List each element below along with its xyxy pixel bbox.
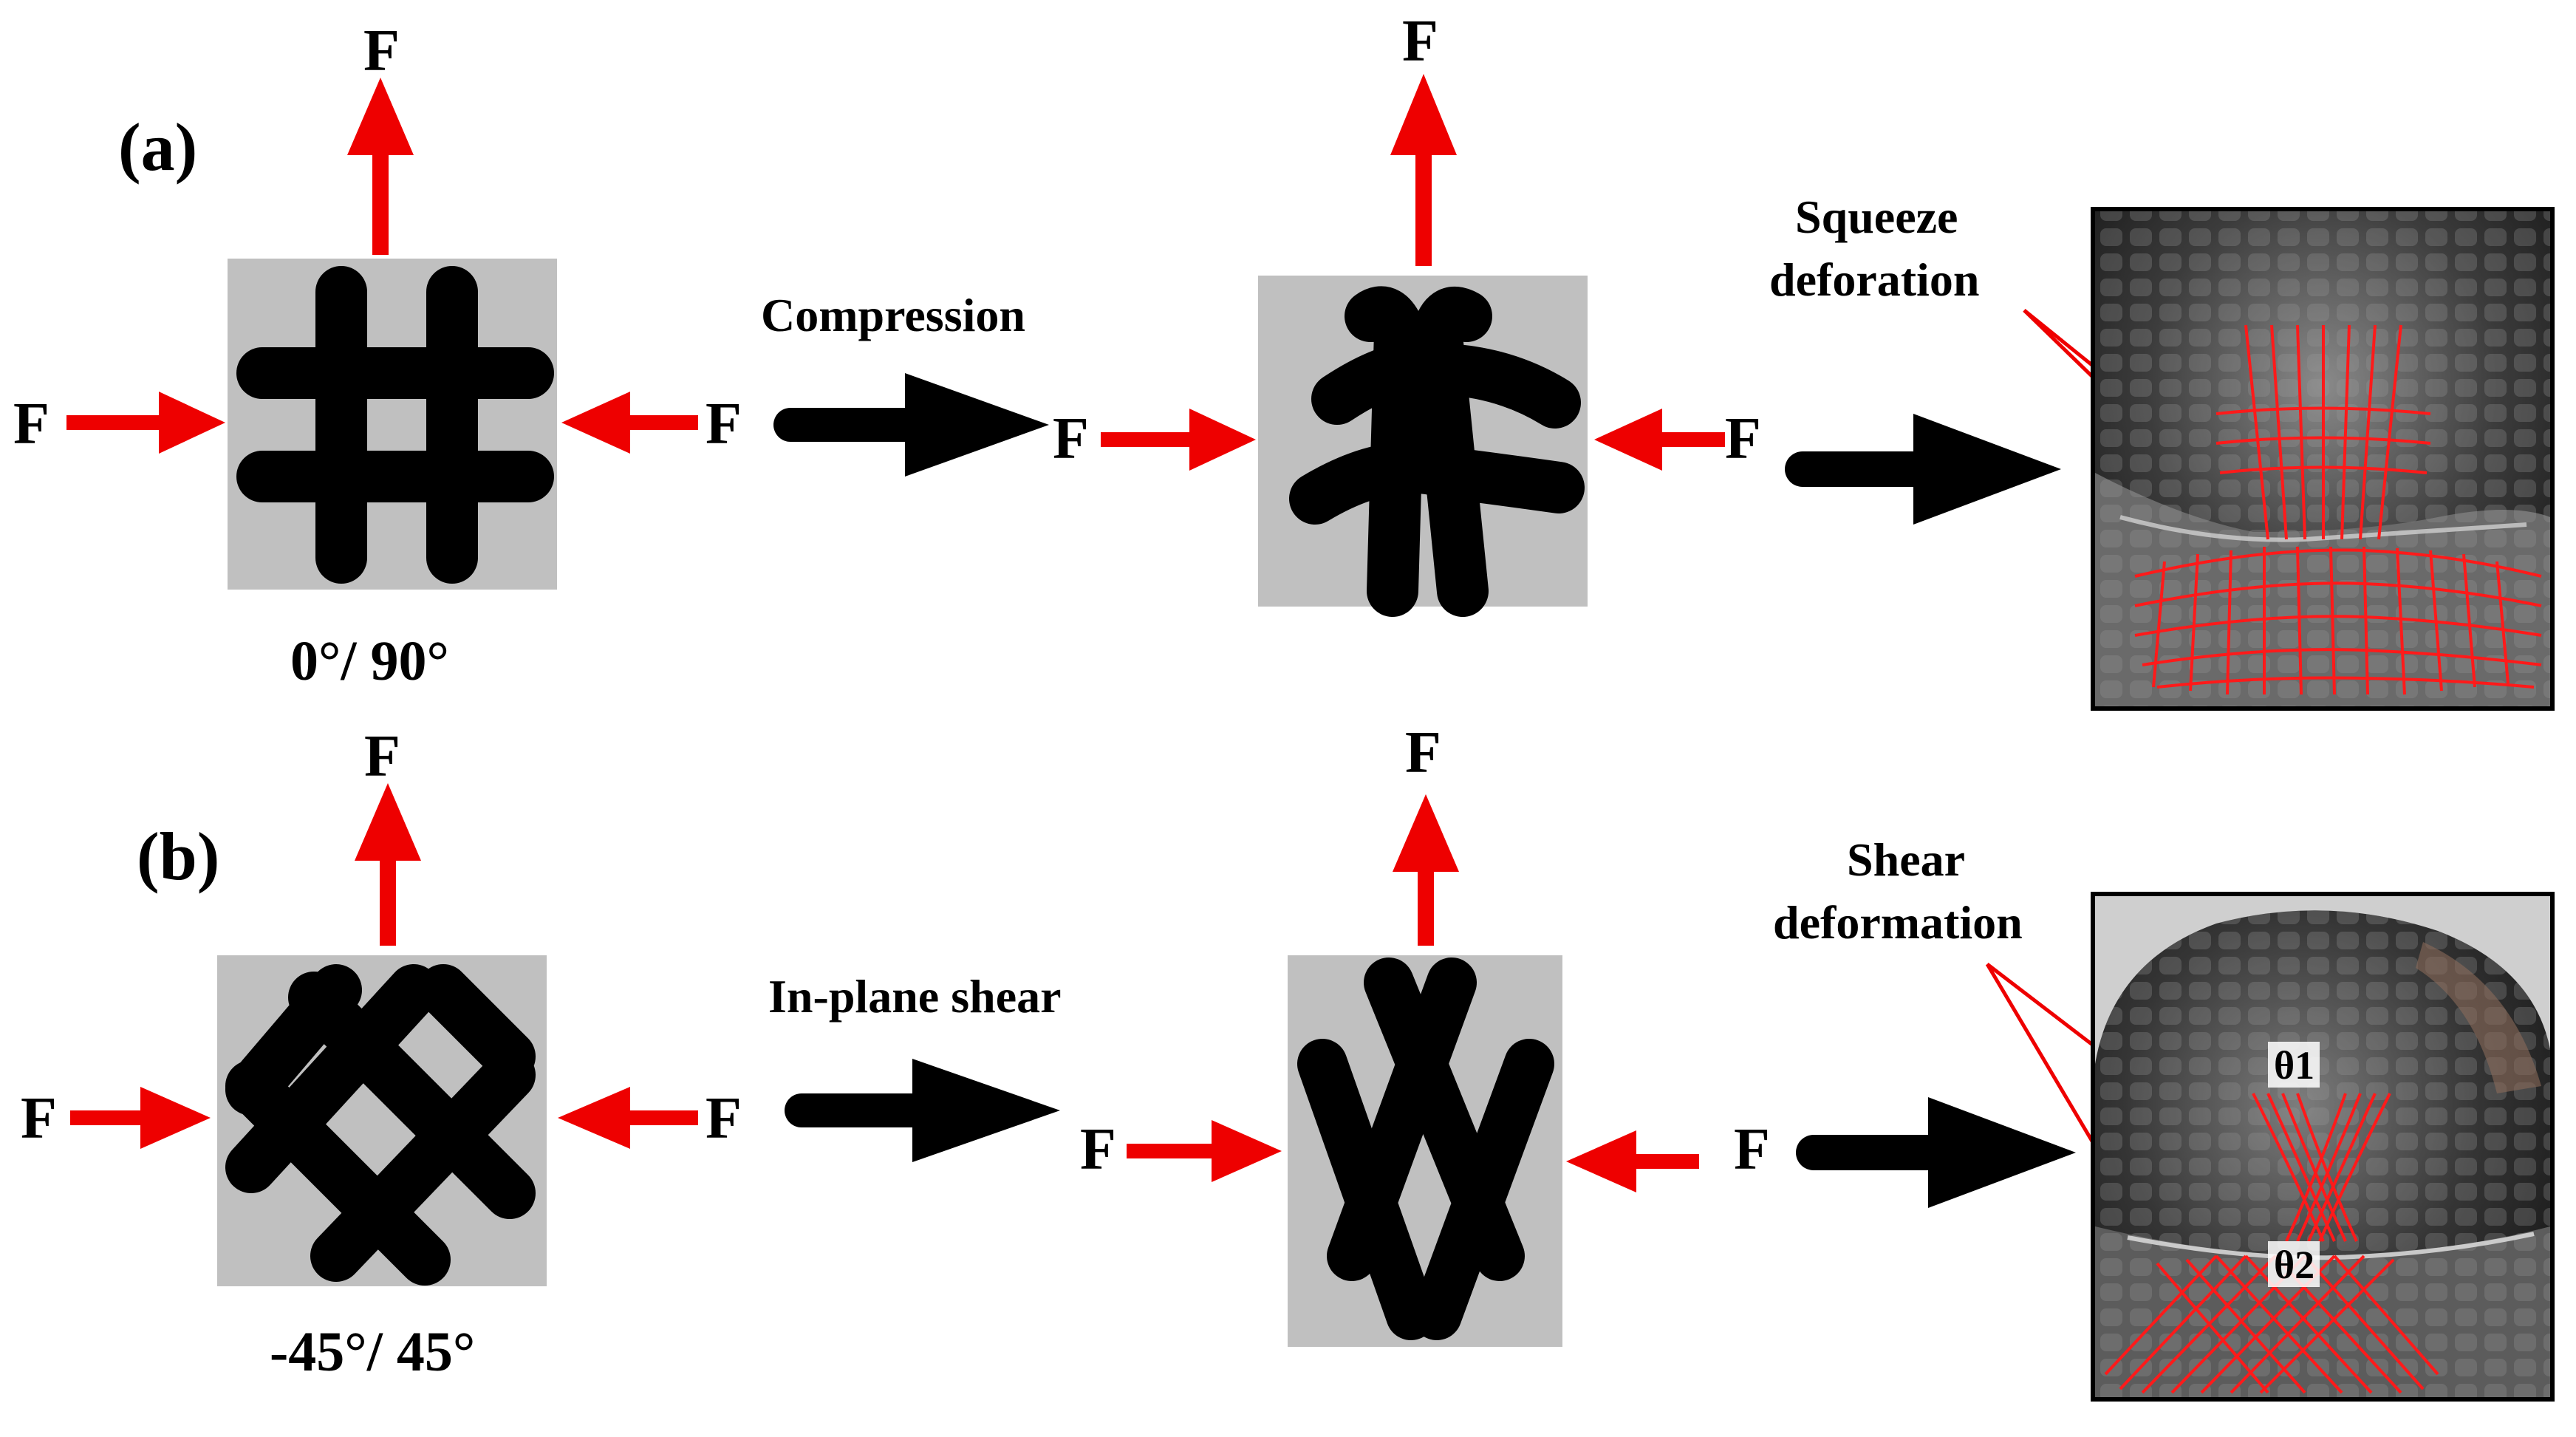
panel-a-initial-tows [236,266,554,584]
panel-b-angle-theta2: θ2 [2274,1243,2314,1287]
panel-b-photo-upper-fibers [2252,1093,2391,1242]
panel-a-orientation-label: 0°/ 90° [290,630,449,692]
panel-b-angle-theta1: θ1 [2274,1043,2314,1088]
panel-a-process-arrow [773,373,1049,477]
panel-a-photo-upper-grid [2215,324,2431,540]
panel-b-initial-tows [225,964,536,1286]
panel-b-deformed-force-top: F [1405,720,1441,785]
panel-a-process-label: Compression [761,289,1025,341]
panel-b-force-right: F [706,1086,742,1151]
panel-a-initial-background [228,259,557,590]
panel-a-photo-lower-grid [2134,546,2542,695]
panel-a-deformed-force-right: F [1725,406,1761,471]
panel-a-force-top: F [363,18,400,83]
panel-b-process-arrow [785,1059,1060,1162]
panel-b-deformed-forces [1127,794,1699,1192]
panel-b-tag: (b) [137,819,219,894]
panel-b-photo: θ1 θ2 [2091,892,2555,1402]
panel-a-deformed-tows [1289,286,1585,617]
panel-b-deformed-tows [1297,958,1554,1340]
panel-b-force-left: F [21,1086,57,1151]
panel-b-initial-cell [217,955,547,1286]
panel-a-tag: (a) [118,109,197,185]
panel-a-deformed-force-left: F [1053,406,1089,471]
panel-b-annotation-line1: Shear [1847,833,1965,886]
panel-b-process-label: In-plane shear [768,970,1062,1023]
panel-b-initial-forces [70,783,698,1149]
panel-b-deformed-force-left: F [1080,1117,1116,1182]
panel-a-deformed-cell [1258,276,1588,617]
panel-a-annotation-line2: deforation [1769,253,1979,306]
panel-a-force-left: F [13,392,49,457]
panel-a-photo-arrow [1785,414,2061,525]
panel-b-force-top: F [364,724,400,789]
panel-a-force-right: F [706,392,742,457]
panel-b-deformed-cell [1288,955,1562,1347]
panel-a-photo [2091,207,2555,711]
panel-b: (b) -45°/ 45° F F F In-plane s [21,720,2555,1402]
panel-a: (a) 0°/ 90° F F F Compression [13,9,2555,711]
panel-a-annotation-line1: Squeeze [1795,191,1958,243]
panel-b-photo-arrow [1796,1097,2076,1208]
panel-a-initial-forces [66,78,698,454]
panel-a-deformed-forces [1101,74,1725,471]
panel-b-annotation-line2: deformation [1773,896,2023,949]
panel-a-initial-cell [228,259,557,590]
panel-b-orientation-label: -45°/ 45° [270,1321,475,1383]
panel-a-deformed-force-top: F [1402,9,1438,74]
panel-b-deformed-force-right: F [1734,1117,1770,1182]
